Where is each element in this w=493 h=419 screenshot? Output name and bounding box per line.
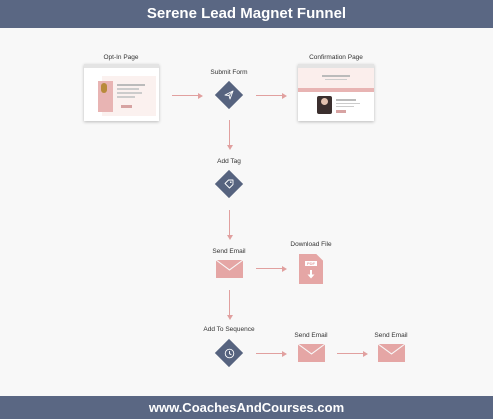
arrow-head [282, 350, 287, 357]
arrow-head [282, 92, 287, 99]
send-email-label: Send Email [294, 332, 328, 339]
confirmation-page-thumbnail[interactable] [298, 64, 374, 121]
arrow-head [226, 145, 233, 150]
page-footer: www.CoachesAndCourses.com [0, 396, 493, 419]
download-file-label: Download File [290, 241, 332, 248]
confirmation-page-label: Confirmation Page [309, 54, 363, 61]
arrow-head [198, 92, 203, 99]
envelope-icon[interactable] [216, 260, 243, 278]
optin-button [121, 105, 132, 108]
arrow-head [226, 315, 233, 320]
arrow-head [282, 265, 287, 272]
diagram-title: Serene Lead Magnet Funnel [146, 5, 347, 22]
clock-icon [215, 339, 243, 367]
confirmation-band [298, 88, 374, 92]
send-email-label: Send Email [374, 332, 408, 339]
optin-page-label: Opt-In Page [103, 54, 139, 61]
tag-icon [215, 170, 243, 198]
arrow-head [226, 235, 233, 240]
footer-url[interactable]: www.CoachesAndCourses.com [148, 400, 345, 415]
envelope-icon[interactable] [298, 344, 325, 362]
envelope-icon[interactable] [378, 344, 405, 362]
diagram-canvas: Opt-In Page Submit Form Confirmation Pag… [0, 28, 493, 396]
paper-plane-icon [215, 81, 243, 109]
add-tag-label: Add Tag [217, 158, 241, 165]
browser-bar [84, 64, 159, 68]
pdf-file-icon[interactable] [299, 254, 323, 284]
page-header: Serene Lead Magnet Funnel [0, 0, 493, 28]
optin-page-thumbnail[interactable] [84, 64, 159, 121]
submit-form-label: Submit Form [210, 69, 248, 76]
download-arrow-icon [305, 268, 317, 286]
add-to-sequence-label: Add To Sequence [203, 326, 255, 333]
arrow-head [363, 350, 368, 357]
pdf-badge: PDF [305, 261, 317, 266]
send-email-label: Send Email [212, 248, 246, 255]
browser-bar [298, 64, 374, 68]
person-photo [317, 96, 332, 114]
flower-graphic [101, 83, 107, 93]
